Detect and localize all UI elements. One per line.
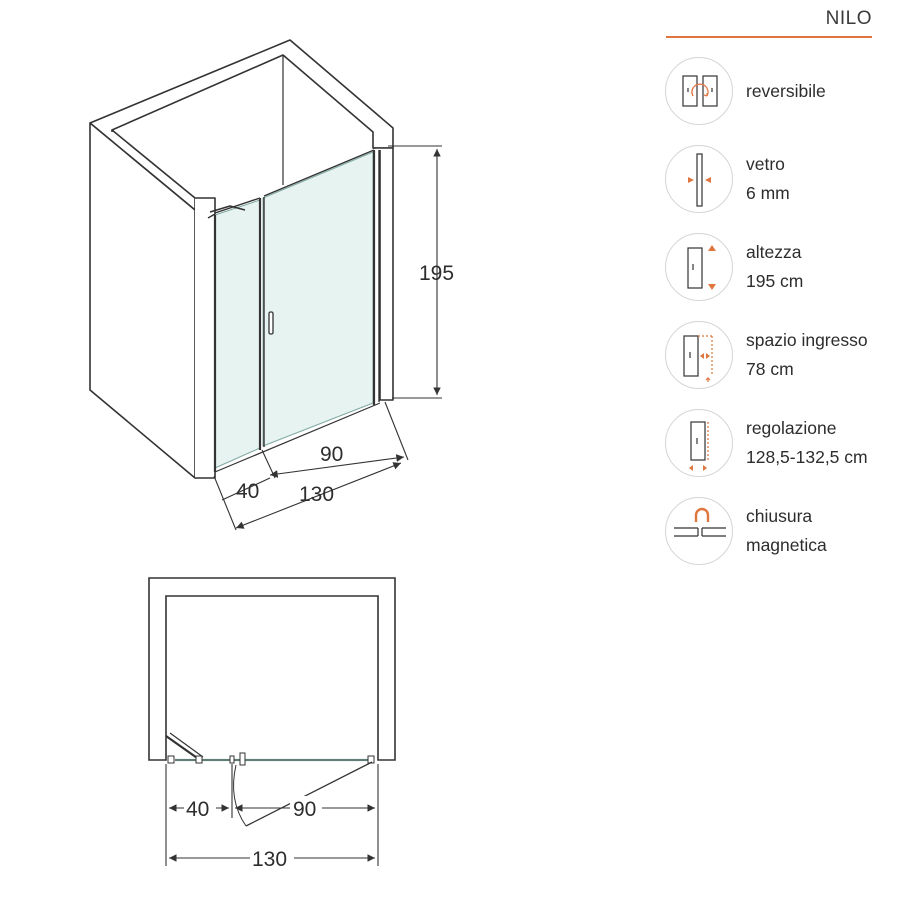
shower-diagram: 195 90 40 130 40 90 130 xyxy=(89,39,454,871)
iso-height-label: 195 xyxy=(419,262,454,285)
door-glass-panel xyxy=(262,151,374,447)
feature-glass-value: 6 mm xyxy=(746,183,790,203)
product-title: NILO xyxy=(825,8,872,29)
iso-dimension-labels: 195 90 40 130 xyxy=(236,262,454,506)
iso-dimensions xyxy=(213,145,442,531)
door-handle xyxy=(268,311,274,335)
magnetic-closure-icon xyxy=(665,497,733,565)
entry-space-icon xyxy=(665,321,733,389)
feature-adjustment-label: regolazione xyxy=(746,418,837,438)
feature-reversible: reversibile xyxy=(665,57,900,127)
feature-adjustment: regolazione 128,5-132,5 cm xyxy=(665,409,900,479)
plan-fixed-bracket xyxy=(165,735,201,761)
title-underline xyxy=(666,36,872,38)
total-width-dimension-line xyxy=(235,462,402,529)
feature-glass: vetro 6 mm xyxy=(665,145,900,215)
feature-adjustment-value: 128,5-132,5 cm xyxy=(746,447,868,467)
height-icon xyxy=(665,233,733,301)
feature-entry-space-label: spazio ingresso xyxy=(746,330,868,350)
feature-height-label: altezza xyxy=(746,242,802,262)
iso-fixed-label: 40 xyxy=(236,480,259,503)
feature-glass-label: vetro xyxy=(746,154,785,174)
feature-magnetic-closure-value: magnetica xyxy=(746,535,827,555)
plan-open-door xyxy=(245,761,373,827)
feature-entry-space-value: 78 cm xyxy=(746,359,794,379)
feature-height: altezza 195 cm xyxy=(665,233,900,303)
plan-fixed-label: 40 xyxy=(186,798,209,821)
iso-door-label: 90 xyxy=(320,443,343,466)
plan-dimension-labels: 40 90 130 xyxy=(184,796,322,871)
left-wall-edge xyxy=(195,197,216,479)
feature-magnetic-closure: chiusura magnetica xyxy=(665,497,900,567)
adjustment-icon xyxy=(665,409,733,477)
fixed-glass-panel xyxy=(214,199,261,469)
feature-magnetic-closure-label: chiusura xyxy=(746,506,813,526)
plan-total-label: 130 xyxy=(252,848,287,871)
plan-walls xyxy=(148,577,396,761)
feature-entry-space: spazio ingresso 78 cm xyxy=(665,321,900,391)
wall-bracket xyxy=(209,205,246,213)
feature-height-value: 195 cm xyxy=(746,271,804,291)
plan-view xyxy=(148,577,396,827)
right-wall xyxy=(373,147,394,401)
plan-door-label: 90 xyxy=(293,798,316,821)
plan-door-arc xyxy=(233,764,247,827)
feature-reversible-label: reversibile xyxy=(746,80,826,101)
iso-total-label: 130 xyxy=(299,483,334,506)
isometric-view xyxy=(89,39,394,479)
left-wall xyxy=(89,122,196,479)
reversible-icon xyxy=(665,57,733,125)
glass-thickness-icon xyxy=(665,145,733,213)
